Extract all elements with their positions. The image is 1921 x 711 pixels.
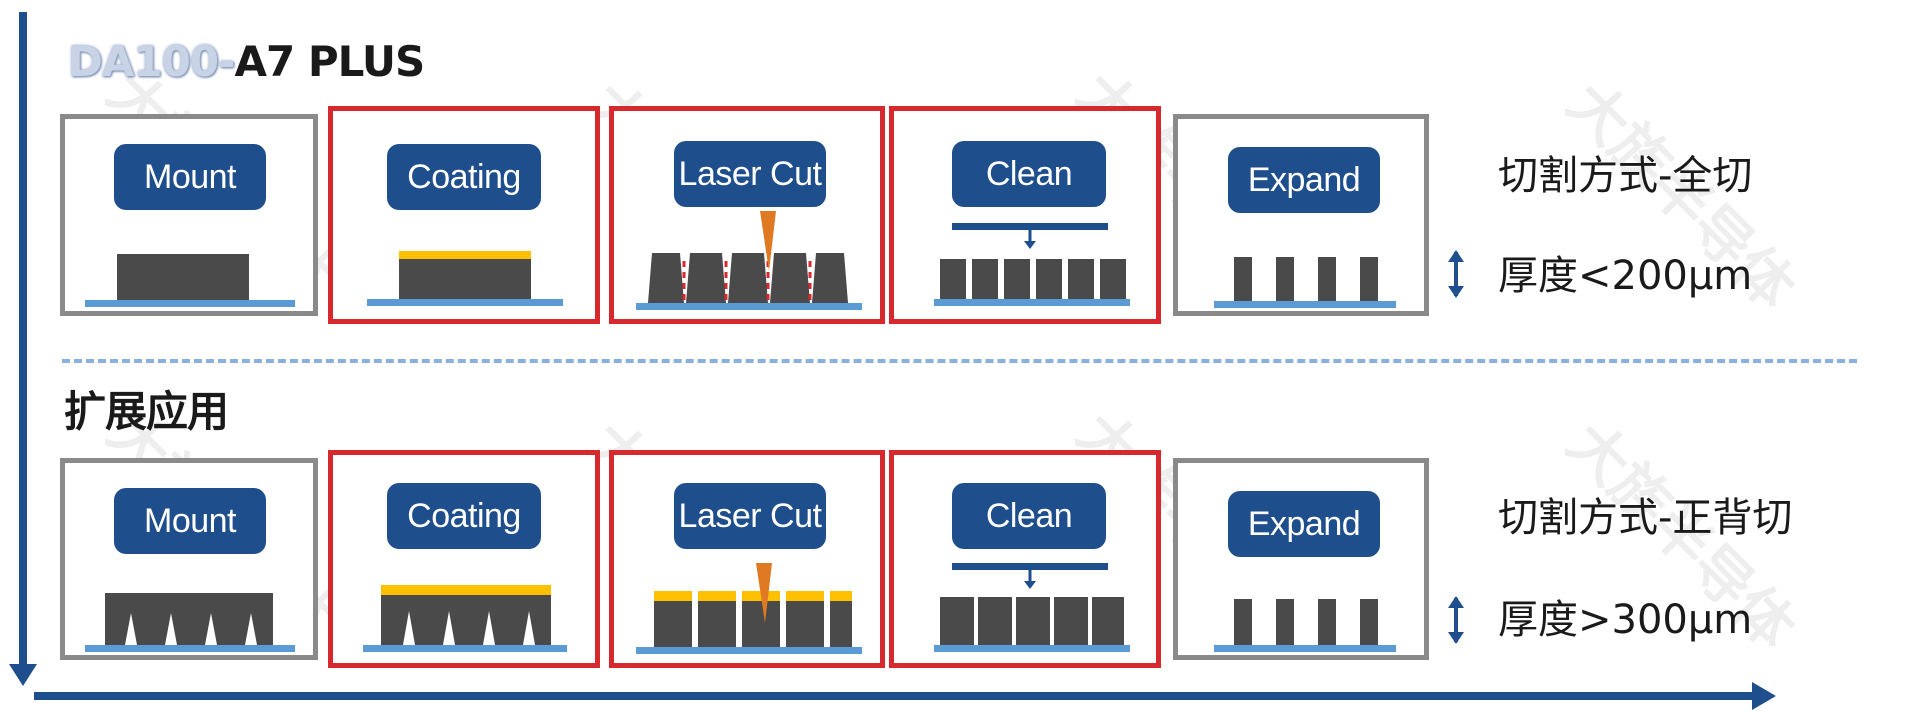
vertical-axis-arrow [19, 12, 27, 672]
step-laser-cut[interactable]: Laser Cut [609, 106, 885, 324]
step-label: Expand [1228, 147, 1380, 213]
coating-illustration [367, 251, 563, 306]
step-coating[interactable]: Coating [328, 106, 600, 324]
mount-illustration [85, 593, 295, 652]
step-label: Laser Cut [674, 141, 826, 207]
step-label: Coating [387, 144, 541, 210]
step-label: Clean [952, 483, 1106, 549]
step-clean[interactable]: Clean [889, 106, 1161, 324]
step-expand: Expand [1173, 114, 1429, 316]
page-title: DA100-A7 PLUS [68, 37, 425, 86]
thickness-label: 厚度<200μm [1498, 253, 1753, 299]
expand-illustration [1214, 599, 1396, 652]
thickness-label: 厚度>300μm [1498, 597, 1753, 643]
step-label: Mount [114, 488, 266, 554]
cut-method-label: 切割方式-正背切 [1498, 495, 1793, 541]
step-label: Clean [952, 141, 1106, 207]
step-label: Mount [114, 144, 266, 210]
step-clean[interactable]: Clean [889, 450, 1161, 668]
coating-illustration [363, 585, 567, 652]
section-divider [62, 359, 1857, 363]
title-model: A7 PLUS [234, 37, 425, 86]
vertical-axis-arrowhead [9, 664, 37, 686]
title-prefix: DA100- [68, 37, 235, 86]
cut-method-label: 切割方式-全切 [1498, 153, 1753, 199]
step-mount: Mount [60, 114, 318, 316]
horizontal-axis-arrow [34, 692, 1754, 700]
step-label: Coating [387, 483, 541, 549]
step-label: Laser Cut [674, 483, 826, 549]
step-laser-cut[interactable]: Laser Cut [609, 450, 885, 668]
clean-illustration [934, 223, 1130, 306]
thickness-arrow-icon [1448, 596, 1464, 644]
step-mount: Mount [60, 458, 318, 660]
thickness-arrow-icon [1448, 250, 1464, 298]
step-coating[interactable]: Coating [328, 450, 600, 668]
expand-illustration [1214, 257, 1396, 308]
laser-cut-illustration [636, 563, 862, 654]
step-label: Expand [1228, 491, 1380, 557]
laser-cut-illustration [636, 211, 862, 310]
step-expand: Expand [1173, 458, 1429, 660]
clean-illustration [934, 563, 1130, 652]
extension-title: 扩展应用 [64, 387, 229, 436]
mount-illustration [85, 254, 295, 307]
horizontal-axis-arrowhead [1752, 682, 1776, 710]
